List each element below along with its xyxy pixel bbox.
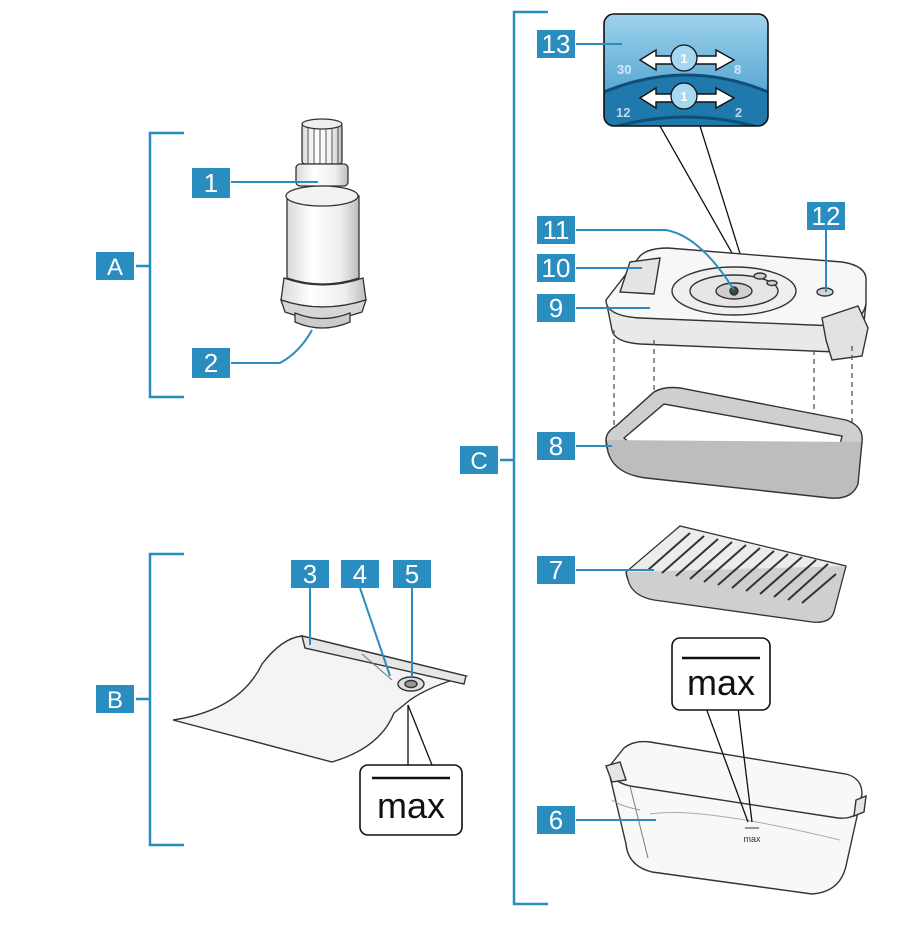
svg-text:7: 7	[549, 555, 563, 585]
badge-7: 7	[537, 555, 575, 585]
svg-text:C: C	[470, 448, 487, 475]
svg-text:1: 1	[680, 89, 687, 104]
vacuum-adapter	[279, 118, 368, 329]
box-max-mark: max	[687, 662, 755, 703]
badge-1: 1	[192, 168, 230, 198]
group-b-bracket	[136, 552, 184, 847]
svg-text:10: 10	[542, 253, 571, 283]
svg-text:1: 1	[204, 168, 218, 198]
bag-max-mark: max	[377, 785, 445, 826]
svg-text:9: 9	[549, 293, 563, 323]
svg-text:1: 1	[680, 51, 687, 66]
svg-text:13: 13	[542, 29, 571, 59]
badge-4: 4	[341, 559, 379, 589]
seal-ring	[605, 386, 863, 499]
badge-2: 2	[192, 348, 230, 378]
svg-text:2: 2	[204, 348, 218, 378]
dial-arrow-outer: 1	[638, 44, 736, 72]
dial-arrow-inner: 1	[638, 82, 736, 110]
badge-5: 5	[393, 559, 431, 589]
svg-text:A: A	[107, 254, 123, 281]
group-c-bracket	[500, 10, 548, 906]
svg-text:5: 5	[405, 559, 419, 589]
svg-text:30: 30	[617, 62, 631, 77]
badge-11: 11	[537, 215, 575, 245]
svg-text:4: 4	[353, 559, 367, 589]
badge-9: 9	[537, 293, 575, 323]
box-max-callout: max	[671, 637, 771, 823]
svg-text:8: 8	[734, 62, 741, 77]
svg-text:6: 6	[549, 805, 563, 835]
badge-12: 12	[807, 201, 845, 231]
svg-text:8: 8	[549, 431, 563, 461]
svg-text:2: 2	[735, 105, 742, 120]
group-a-badge: A	[96, 252, 134, 281]
container-box	[605, 740, 867, 895]
container-lid	[605, 247, 869, 361]
svg-text:B: B	[107, 687, 123, 714]
grid-insert	[625, 525, 847, 623]
group-b-badge: B	[96, 685, 134, 714]
badge-10: 10	[537, 253, 575, 283]
box-max-mark-small: max	[743, 834, 761, 844]
svg-text:11: 11	[543, 215, 570, 245]
svg-text:12: 12	[812, 201, 841, 231]
badge-13: 13	[537, 29, 575, 59]
leader-11	[576, 229, 735, 291]
badge-3: 3	[291, 559, 329, 589]
bag-max-callout: max	[359, 704, 463, 836]
leader-2	[231, 329, 313, 364]
svg-text:3: 3	[303, 559, 317, 589]
badge-8: 8	[537, 431, 575, 461]
vacuum-bag	[172, 635, 469, 763]
dial-magnifier: 30 12 8 2 1 1	[603, 13, 769, 261]
group-a-bracket	[136, 131, 184, 399]
badge-6: 6	[537, 805, 575, 835]
group-c-badge: C	[460, 446, 498, 475]
svg-text:12: 12	[616, 105, 630, 120]
leader-4	[359, 587, 391, 677]
